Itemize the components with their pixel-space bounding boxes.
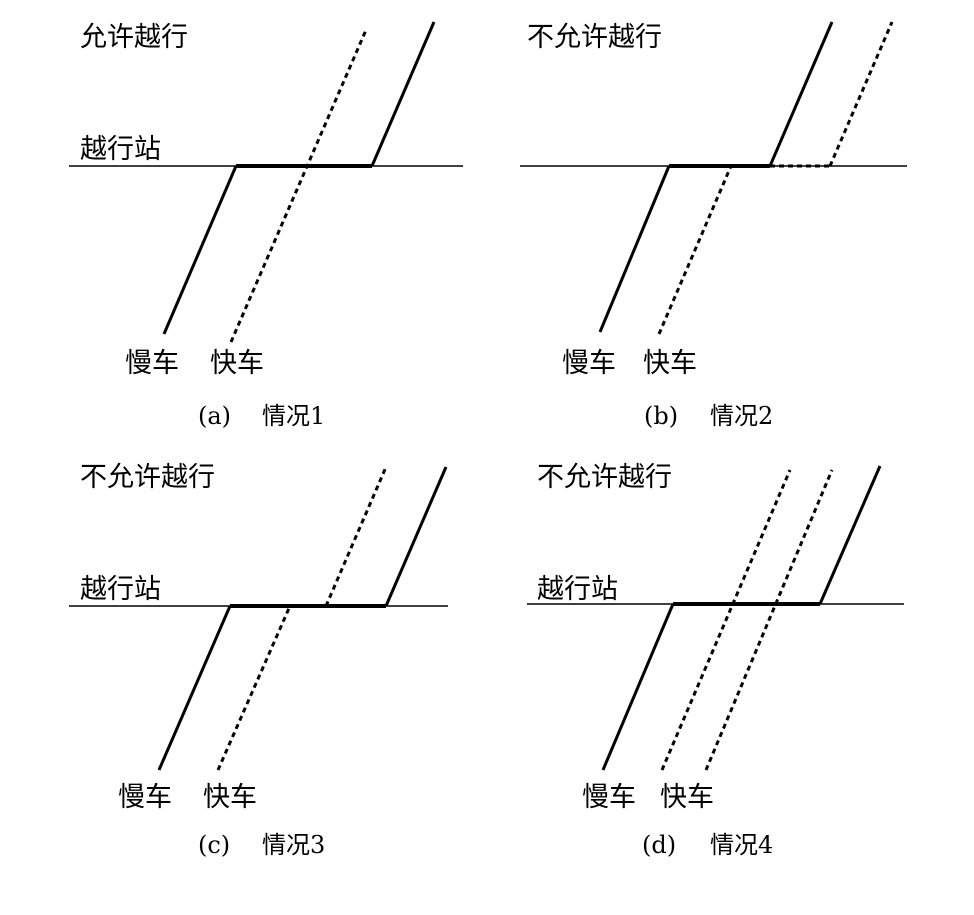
permission-label-d: 不允许越行 (537, 462, 672, 493)
fast-train-arrival-c (216, 605, 292, 771)
fast-train-path-a (229, 29, 368, 343)
station-label-a: 越行站 (80, 134, 161, 165)
fast-train-departure-b (828, 21, 894, 167)
caption-tag-c: (c) (198, 831, 230, 859)
slow-train-arrival-c (157, 605, 232, 771)
slow-train-departure-d (818, 465, 882, 605)
panel-c: 不允许越行 越行站 慢车 快车 (c) 情况3 (69, 462, 448, 859)
fast-train-path-1-d (660, 469, 792, 771)
station-label-d: 越行站 (537, 574, 618, 605)
slow-train-label-c: 慢车 (118, 782, 172, 813)
permission-label-c: 不允许越行 (80, 462, 215, 493)
panel-b: 不允许越行 慢车 快车 (b) 情况2 (520, 21, 907, 430)
slow-train-arrival-d (601, 603, 675, 771)
slow-train-arrival-b (598, 165, 671, 333)
fast-train-label-b: 快车 (643, 348, 697, 379)
permission-label-a: 允许越行 (80, 22, 188, 53)
permission-label-b: 不允许越行 (527, 22, 662, 53)
slow-train-departure-c (384, 466, 448, 607)
fast-train-label-d: 快车 (660, 782, 714, 813)
caption-tag-b: (b) (644, 402, 678, 430)
slow-train-label-a: 慢车 (125, 348, 179, 379)
slow-train-departure-a (370, 21, 436, 167)
caption-name-a: 情况1 (262, 402, 325, 430)
caption-name-d: 情况4 (710, 831, 773, 859)
fast-train-path-2-d (704, 469, 834, 771)
caption-name-b: 情况2 (710, 402, 773, 430)
slow-train-arrival-a (162, 165, 238, 335)
slow-train-label-d: 慢车 (582, 782, 636, 813)
slow-train-label-b: 慢车 (562, 348, 616, 379)
caption-tag-a: (a) (198, 402, 231, 430)
fast-train-label-c: 快车 (203, 782, 257, 813)
fast-train-arrival-b (657, 165, 733, 335)
station-label-c: 越行站 (80, 574, 161, 605)
caption-tag-d: (d) (642, 831, 676, 859)
caption-name-c: 情况3 (262, 831, 325, 859)
slow-train-departure-b (768, 21, 834, 167)
fast-train-departure-c (324, 466, 388, 607)
panel-d: 不允许越行 越行站 慢车 快车 (d) 情况4 (527, 462, 904, 859)
fast-train-label-a: 快车 (210, 348, 264, 379)
panel-a: 允许越行 越行站 慢车 快车 (a) 情况1 (69, 21, 463, 430)
